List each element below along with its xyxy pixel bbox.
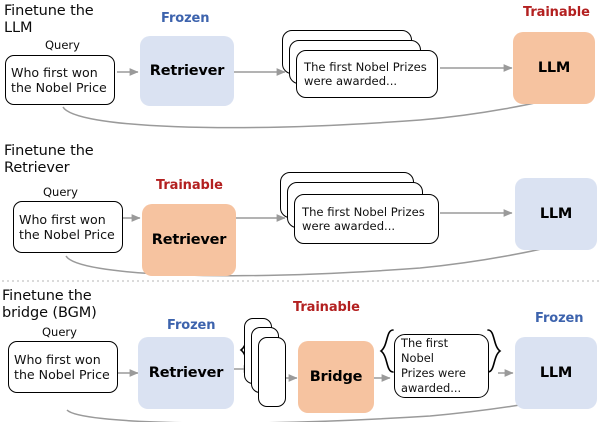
right-brace-output-row3 (487, 329, 502, 373)
caption-frozen-retriever-row1: Frozen (161, 11, 210, 26)
bridge-box-row3[interactable]: Bridge (298, 341, 374, 413)
query-label-row2: Query (43, 185, 78, 199)
left-brace-output-row3 (379, 329, 394, 373)
row-title-finetune-bridge: Finetune the bridge (BGM) (2, 288, 97, 321)
document-stack-row1[interactable]: The first Nobel Prizes were awarded... (278, 30, 438, 108)
caption-frozen-retriever-row3: Frozen (167, 318, 216, 333)
bridge-output-box-row3: The first Nobel Prizes were awarded... (394, 334, 489, 398)
query-box-row2[interactable]: Who first won the Nobel Price (13, 201, 123, 253)
retriever-box-row2[interactable]: Retriever (142, 204, 236, 276)
query-label-row1: Query (45, 38, 80, 52)
query-box-row3[interactable]: Who first won the Nobel Price (8, 341, 118, 393)
document-stack-row3[interactable] (237, 318, 287, 418)
document-front: The first Nobel Prizes were awarded... (296, 50, 438, 98)
query-box-row1[interactable]: Who first won the Nobel Price (5, 55, 115, 105)
row-title-finetune-llm: Finetune the LLM (4, 3, 94, 36)
caption-trainable-bridge-row3: Trainable (293, 300, 360, 315)
retriever-box-row1[interactable]: Retriever (140, 36, 234, 106)
row-title-finetune-retriever: Finetune the Retriever (4, 143, 94, 176)
retriever-box-row3[interactable]: Retriever (138, 337, 234, 409)
caption-frozen-llm-row3: Frozen (535, 311, 584, 326)
document-stack-row2[interactable]: The first Nobel Prizes were awarded... (276, 172, 441, 254)
document-front: The first Nobel Prizes were awarded... (294, 194, 439, 244)
llm-box-row3[interactable]: LLM (515, 337, 597, 409)
document-front (258, 337, 286, 407)
caption-trainable-llm-row1: Trainable (523, 5, 590, 20)
caption-trainable-retriever-row2: Trainable (156, 178, 223, 193)
query-label-row3: Query (42, 325, 77, 339)
llm-box-row2[interactable]: LLM (515, 178, 597, 250)
llm-box-row1[interactable]: LLM (513, 32, 595, 104)
